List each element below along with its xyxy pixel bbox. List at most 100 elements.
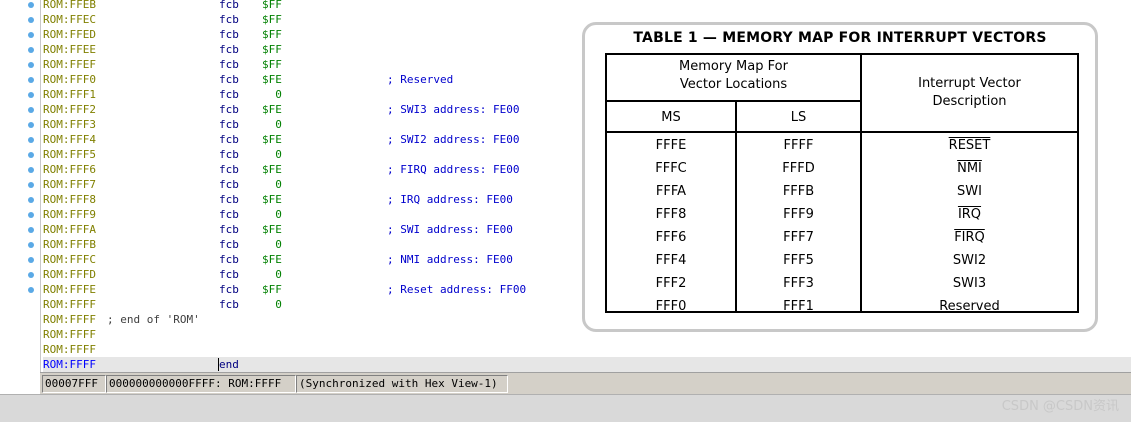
line-mnemonic: fcb [219,238,239,251]
listing-line[interactable]: ROM:FFFF [43,327,1131,342]
line-mnemonic: fcb [219,178,239,191]
group-header-line2: Vector Locations [679,77,788,92]
breakpoint-dot-icon [28,32,34,38]
line-address: ROM:FFFF [43,328,96,341]
line-operand: 0 [262,268,282,281]
line-comment: ; IRQ address: FE00 [387,193,513,206]
breakpoint-dot-icon [28,257,34,263]
watermark: CSDN @CSDN资讯 [1001,399,1119,414]
line-mnemonic: fcb [219,283,239,296]
listing-line[interactable]: ROM:FFEB fcb $FF [43,0,1131,12]
line-operand: $FE [262,193,282,206]
line-comment: ; SWI3 address: FE00 [387,103,520,116]
line-address: ROM:FFED [43,28,96,41]
status-offset: 00007FFF [42,375,106,393]
cell-ls: FFF7 [783,230,814,245]
line-mnemonic: fcb [219,163,239,176]
line-address: ROM:FFFF [43,358,96,371]
line-mnemonic: fcb [219,133,239,146]
line-mnemonic: fcb [219,223,239,236]
line-address: ROM:FFF6 [43,163,96,176]
line-mnemonic: fcb [219,208,239,221]
breakpoint-dot-icon [28,107,34,113]
line-operand: 0 [262,238,282,251]
line-mnemonic: fcb [219,148,239,161]
breakpoint-dot-icon [28,122,34,128]
cell-ls: FFFF [783,138,814,153]
desc-header: Interrupt Vector Description [862,75,1077,111]
line-address: ROM:FFFC [43,253,96,266]
cell-ls: FFF9 [783,207,814,222]
line-address: ROM:FFFF [43,343,96,356]
cell-description: SWI [957,184,982,199]
line-address: ROM:FFEF [43,58,96,71]
line-address: ROM:FFFD [43,268,96,281]
line-operand: 0 [262,118,282,131]
cell-ms: FFF8 [655,207,687,222]
line-comment: ; FIRQ address: FE00 [387,163,520,176]
line-address: ROM:FFF4 [43,133,96,146]
line-operand: 0 [262,178,282,191]
cell-description: FIRQ [954,230,985,245]
line-mnemonic: fcb [219,0,239,11]
status-location: 000000000000FFFF: ROM:FFFF [106,375,296,393]
line-address: ROM:FFEC [43,13,96,26]
cell-ms: FFF4 [655,253,687,268]
breakpoint-dot-icon [28,152,34,158]
line-operand: $FE [262,253,282,266]
breakpoint-dot-icon [28,182,34,188]
breakpoint-dot-icon [28,197,34,203]
line-mnemonic: fcb [219,28,239,41]
group-header-line1: Memory Map For [679,59,788,74]
line-operand: 0 [262,208,282,221]
breakpoint-dot-icon [28,287,34,293]
cell-ls: FFF3 [783,276,814,291]
listing-line[interactable]: ROM:FFFF [43,342,1131,357]
vector-table-image: TABLE 1 — MEMORY MAP FOR INTERRUPT VECTO… [582,22,1098,332]
status-sync: (Synchronized with Hex View-1) [296,375,508,393]
line-comment: ; Reserved [387,73,454,86]
line-operand: $FE [262,73,282,86]
line-operand: 0 [262,148,282,161]
line-comment: ; SWI2 address: FE00 [387,133,520,146]
cell-ms: FFF6 [655,230,687,245]
listing-line[interactable]: ROM:FFFF; end of 'ROM' [43,312,1131,327]
line-address: ROM:FFEB [43,0,96,11]
line-mnemonic: fcb [219,58,239,71]
breakpoint-dot-icon [28,2,34,8]
line-comment: ; SWI address: FE00 [387,223,513,236]
line-address: ROM:FFF1 [43,88,96,101]
line-address: ROM:FFF9 [43,208,96,221]
breakpoint-dot-icon [28,167,34,173]
line-operand: $FF [262,0,282,11]
cell-ls: FFF5 [783,253,814,268]
line-mnemonic: fcb [219,103,239,116]
line-operand: $FF [262,58,282,71]
cell-ms: FFFE [655,138,687,153]
line-address: ROM:FFF0 [43,73,96,86]
listing-line[interactable]: ROM:FFEF fcb $FF [43,57,1131,72]
col-ms-header: MS [661,110,681,125]
listing-line[interactable]: ROM:FFF9 fcb 0 [43,207,1131,222]
line-mnemonic: fcb [219,88,239,101]
